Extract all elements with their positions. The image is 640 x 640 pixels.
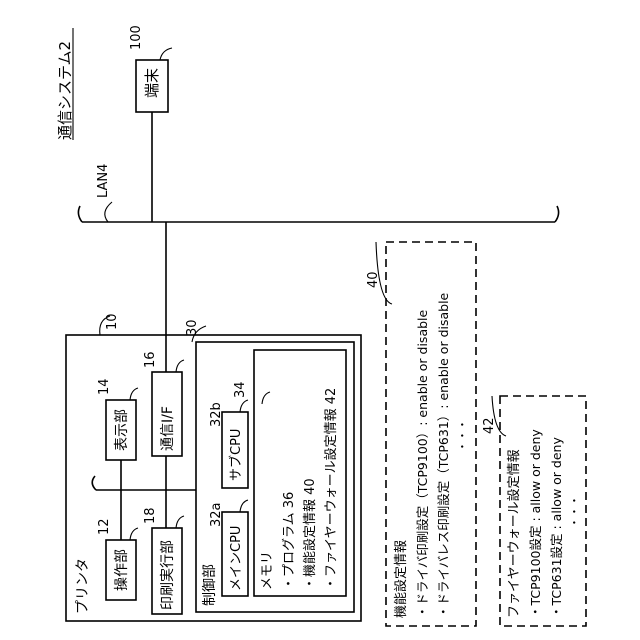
printer-label: プリンタ xyxy=(75,558,91,614)
function-settings-title: 機能設定情報 xyxy=(393,540,409,618)
lan-end-right xyxy=(555,206,559,222)
main-cpu-label: メインCPU xyxy=(229,526,244,591)
firewall-settings-more: ・・・ xyxy=(568,495,581,528)
memory-item-function-settings: ・機能設定情報 40 xyxy=(302,478,318,590)
control-label: 制御部 xyxy=(202,564,218,606)
system-title: 通信システム2 xyxy=(56,41,74,140)
print-exec-label: 印刷実行部 xyxy=(160,540,176,610)
operation-label: 操作部 xyxy=(114,549,130,591)
firewall-settings-ref: 42 xyxy=(482,417,497,434)
main-cpu-ref: 32a xyxy=(209,502,224,527)
display-label: 表示部 xyxy=(114,409,130,451)
memory-item-firewall-settings: ・ファイヤーウォール設定情報 42 xyxy=(323,388,339,590)
function-settings-item-driverless: ・ドライバレス印刷設定（TCP631）: enable or disable xyxy=(436,292,451,618)
function-settings-more: ・・・ xyxy=(456,419,469,452)
firewall-settings-item-9100: ・TCP9100設定 : allow or deny xyxy=(528,429,543,618)
display-ref: 14 xyxy=(97,378,112,395)
firewall-settings-title: ファイヤーウォール設定情報 xyxy=(506,449,522,618)
terminal-label: 端末 xyxy=(143,68,161,98)
terminal-ref: 100 xyxy=(129,25,144,50)
sub-cpu-label: サブCPU xyxy=(228,429,244,481)
lan-end-left xyxy=(78,206,82,222)
operation-ref: 12 xyxy=(97,518,112,535)
lan-label: LAN4 xyxy=(96,164,111,198)
memory-ref: 34 xyxy=(233,381,248,398)
print-exec-ref: 18 xyxy=(143,507,158,524)
terminal-ref-leader xyxy=(160,48,172,60)
function-settings-panel: 機能設定情報 ・ドライバ印刷設定（TCP9100）: enable or dis… xyxy=(366,242,476,626)
lan-network: LAN4 xyxy=(78,112,558,222)
control-ref: 30 xyxy=(185,319,200,336)
firewall-settings-item-631: ・TCP631設定 : allow or deny xyxy=(549,437,564,618)
function-settings-ref: 40 xyxy=(366,271,381,288)
printer-ref: 10 xyxy=(105,313,120,330)
memory-label: メモリ xyxy=(260,551,275,590)
comm-if-label: 通信I/F xyxy=(160,406,176,451)
function-settings-item-driver: ・ドライバ印刷設定（TCP9100）: enable or disable xyxy=(415,309,430,618)
comm-if-ref: 16 xyxy=(143,351,158,368)
system-title-group: 通信システム2 xyxy=(56,28,74,140)
sub-cpu-ref: 32b xyxy=(209,402,224,427)
terminal-node: 端末 100 xyxy=(129,25,172,112)
lan-ref-leader xyxy=(105,202,112,222)
printer-node: プリンタ 10 表示部 14 操作部 12 通信I/F 16 印刷実行部 18 xyxy=(66,222,361,621)
firewall-settings-panel: ファイヤーウォール設定情報 ・TCP9100設定 : allow or deny… xyxy=(482,396,586,626)
memory-item-program: ・プログラム 36 xyxy=(282,492,297,590)
